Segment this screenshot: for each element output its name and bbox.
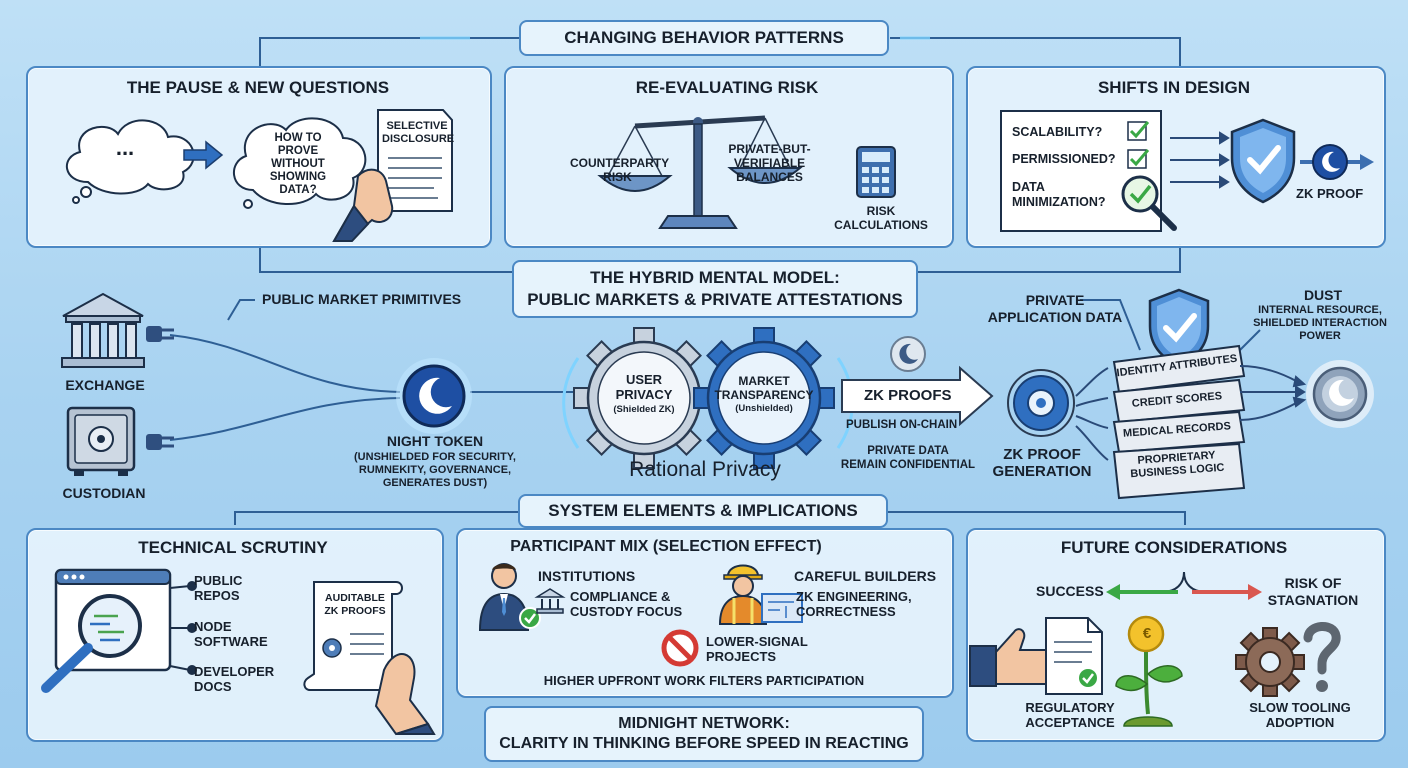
zk-moon-orb-icon: [1300, 144, 1374, 180]
system-banner: SYSTEM ELEMENTS & IMPLICATIONS: [518, 494, 888, 528]
institutions-desc: COMPLIANCE & CUSTODY FOCUS: [570, 589, 683, 619]
custodian-label: CUSTODIAN: [62, 485, 146, 501]
footer-banner: MIDNIGHT NETWORK: CLARITY IN THINKING BE…: [484, 706, 924, 762]
acceptance-document-icon: [1045, 617, 1103, 695]
rational-privacy-label: Rational Privacy: [629, 458, 781, 481]
design-panel-title: SHIFTS IN DESIGN: [1097, 78, 1251, 97]
stack-input-arrows: [1075, 367, 1109, 461]
risk-panel-title: RE-EVALUATING RISK: [635, 78, 819, 97]
hybrid-banner: THE HYBRID MENTAL MODEL: PUBLIC MARKETS …: [512, 260, 918, 318]
dust-orb-icon: [1306, 360, 1374, 428]
thought-bubble-text: ...: [115, 135, 135, 160]
flow-arrows: [1170, 131, 1230, 189]
zk-proofs-label: ZK PROOFS: [864, 387, 952, 404]
hybrid-banner-line2: PUBLIC MARKETS & PRIVATE ATTESTATIONS: [527, 290, 903, 309]
document-in-hand-icon: [332, 109, 453, 242]
gear-market-transparency-label: MARKET TRANSPARENCY (Unshielded): [714, 374, 814, 414]
top-banner: CHANGING BEHAVIOR PATTERNS: [519, 20, 889, 56]
two-way-arrow-icon: [1106, 571, 1262, 600]
question-text: HOW TO PROVE WITHOUT SHOWING DATA?: [269, 132, 327, 196]
future-panel: [966, 528, 1386, 742]
night-token-orb-icon: [396, 358, 472, 434]
success-label: SUCCESS: [1036, 583, 1104, 599]
dust-desc: INTERNAL RESOURCE, SHIELDED INTERACTION …: [1253, 304, 1387, 342]
checklist-scalability: SCALABILITY?: [1012, 125, 1103, 139]
publish-label: PUBLISH ON-CHAIN: [846, 419, 958, 431]
exchange-label: EXCHANGE: [65, 377, 145, 393]
shield-check-icon: [1230, 118, 1296, 204]
rusty-gear-question-icon: [1235, 622, 1341, 697]
coin-plant-icon: [1115, 615, 1183, 727]
scrutiny-panel-title: TECHNICAL SCRUTINY: [138, 538, 328, 557]
stack-output-arrows: [1239, 365, 1307, 421]
exchange-building-icon: [61, 292, 145, 368]
zk-generation-label: ZK PROOF GENERATION: [992, 446, 1092, 480]
builder-person-icon: [718, 564, 803, 625]
participant-panel-title: PARTICIPANT MIX (SELECTION EFFECT): [510, 538, 822, 555]
plug-icon-custodian: [146, 434, 174, 450]
lower-signal-label: LOWER-SIGNAL PROJECTS: [706, 634, 808, 664]
top-banner-text: CHANGING BEHAVIOR PATTERNS: [564, 28, 844, 47]
code-window-magnifier-icon: [41, 568, 172, 693]
scrutiny-developer-docs: DEVELOPER DOCS: [194, 664, 275, 694]
coin-symbol: €: [1142, 625, 1152, 642]
auditable-proofs-label: AUDITABLE ZK PROOFS: [324, 592, 386, 617]
system-banner-text: SYSTEM ELEMENTS & IMPLICATIONS: [548, 501, 858, 520]
check-icons: [1127, 121, 1150, 169]
calculator-icon: [856, 146, 896, 198]
footer-banner-line1: MIDNIGHT NETWORK:: [618, 715, 790, 732]
scrutiny-connector-icon: [169, 581, 197, 675]
prohibited-icon: [661, 629, 699, 667]
hybrid-banner-line1: THE HYBRID MENTAL MODEL:: [590, 268, 840, 287]
night-token-desc: (UNSHIELDED FOR SECURITY, RUMNEKITY, GOV…: [354, 451, 516, 489]
small-moon-orb-icon: [890, 336, 926, 372]
checklist-permissioned: PERMISSIONED?: [1012, 152, 1116, 166]
scrutiny-node-software: NODE SOFTWARE: [194, 619, 268, 649]
verifiable-balances-label: PRIVATE-BUT- VERIFIABLE BALANCES: [728, 142, 811, 184]
future-panel-title: FUTURE CONSIDERATIONS: [1060, 538, 1288, 557]
footer-banner-line2: CLARITY IN THINKING BEFORE SPEED IN REAC…: [499, 735, 909, 752]
builders-desc: ZK ENGINEERING, CORRECTNESS: [796, 589, 912, 619]
risk-calculations-label: RISK CALCULATIONS: [834, 204, 928, 232]
private-remain-label: PRIVATE DATA REMAIN CONFIDENTIAL: [840, 445, 976, 471]
arrow-right-icon: [183, 140, 224, 170]
privacy-gears-icon: [562, 327, 854, 469]
regulatory-acceptance-label: REGULATORY ACCEPTANCE: [1025, 700, 1115, 730]
private-app-data-label: PRIVATE APPLICATION DATA: [987, 292, 1123, 325]
custodian-safe-icon: [66, 406, 136, 476]
checklist-minimization: MINIMIZATION?: [1012, 195, 1106, 209]
institution-person-icon: [478, 563, 541, 631]
question-cloud-icon: [232, 117, 367, 209]
zk-proof-label: ZK PROOF: [1296, 186, 1364, 201]
pause-panel-title: THE PAUSE & NEW QUESTIONS: [126, 78, 390, 97]
night-token-title: NIGHT TOKEN: [386, 433, 484, 449]
selective-disclosure-label: SELECTIVE DISCLOSURE: [382, 120, 455, 145]
slow-tooling-label: SLOW TOOLING ADOPTION: [1249, 700, 1351, 730]
public-primitives-label: PUBLIC MARKET PRIMITIVES: [262, 291, 462, 307]
bank-building-icon: [534, 588, 566, 614]
thumbs-up-icon: [969, 628, 1058, 687]
risk-stagnation-label: RISK OF STAGNATION: [1267, 575, 1359, 608]
builders-label: CAREFUL BUILDERS: [794, 568, 937, 584]
zk-proofs-arrow-icon: [841, 365, 994, 427]
counterparty-risk-label: COUNTERPARTY RISK: [570, 156, 670, 184]
scrutiny-public-repos: PUBLIC REPOS: [194, 573, 243, 603]
data-stack-shield-icon: [1112, 288, 1246, 500]
institutions-label: INSTITUTIONS: [538, 568, 636, 584]
plug-icon-exchange: [146, 326, 174, 342]
dust-title: DUST: [1303, 287, 1343, 303]
checklist-data: DATA: [1012, 180, 1045, 194]
balance-scale-icon: [597, 115, 803, 229]
gear-user-privacy-label: USER PRIVACY (Shielded ZK): [613, 372, 675, 415]
thought-cloud-icon: [65, 119, 195, 204]
auditable-scroll-hand-icon: [303, 581, 436, 736]
magnifier-check-icon: [1121, 175, 1177, 231]
zk-generation-gear-icon: [1007, 369, 1075, 437]
participant-footer: HIGHER UPFRONT WORK FILTERS PARTICIPATIO…: [543, 673, 865, 688]
